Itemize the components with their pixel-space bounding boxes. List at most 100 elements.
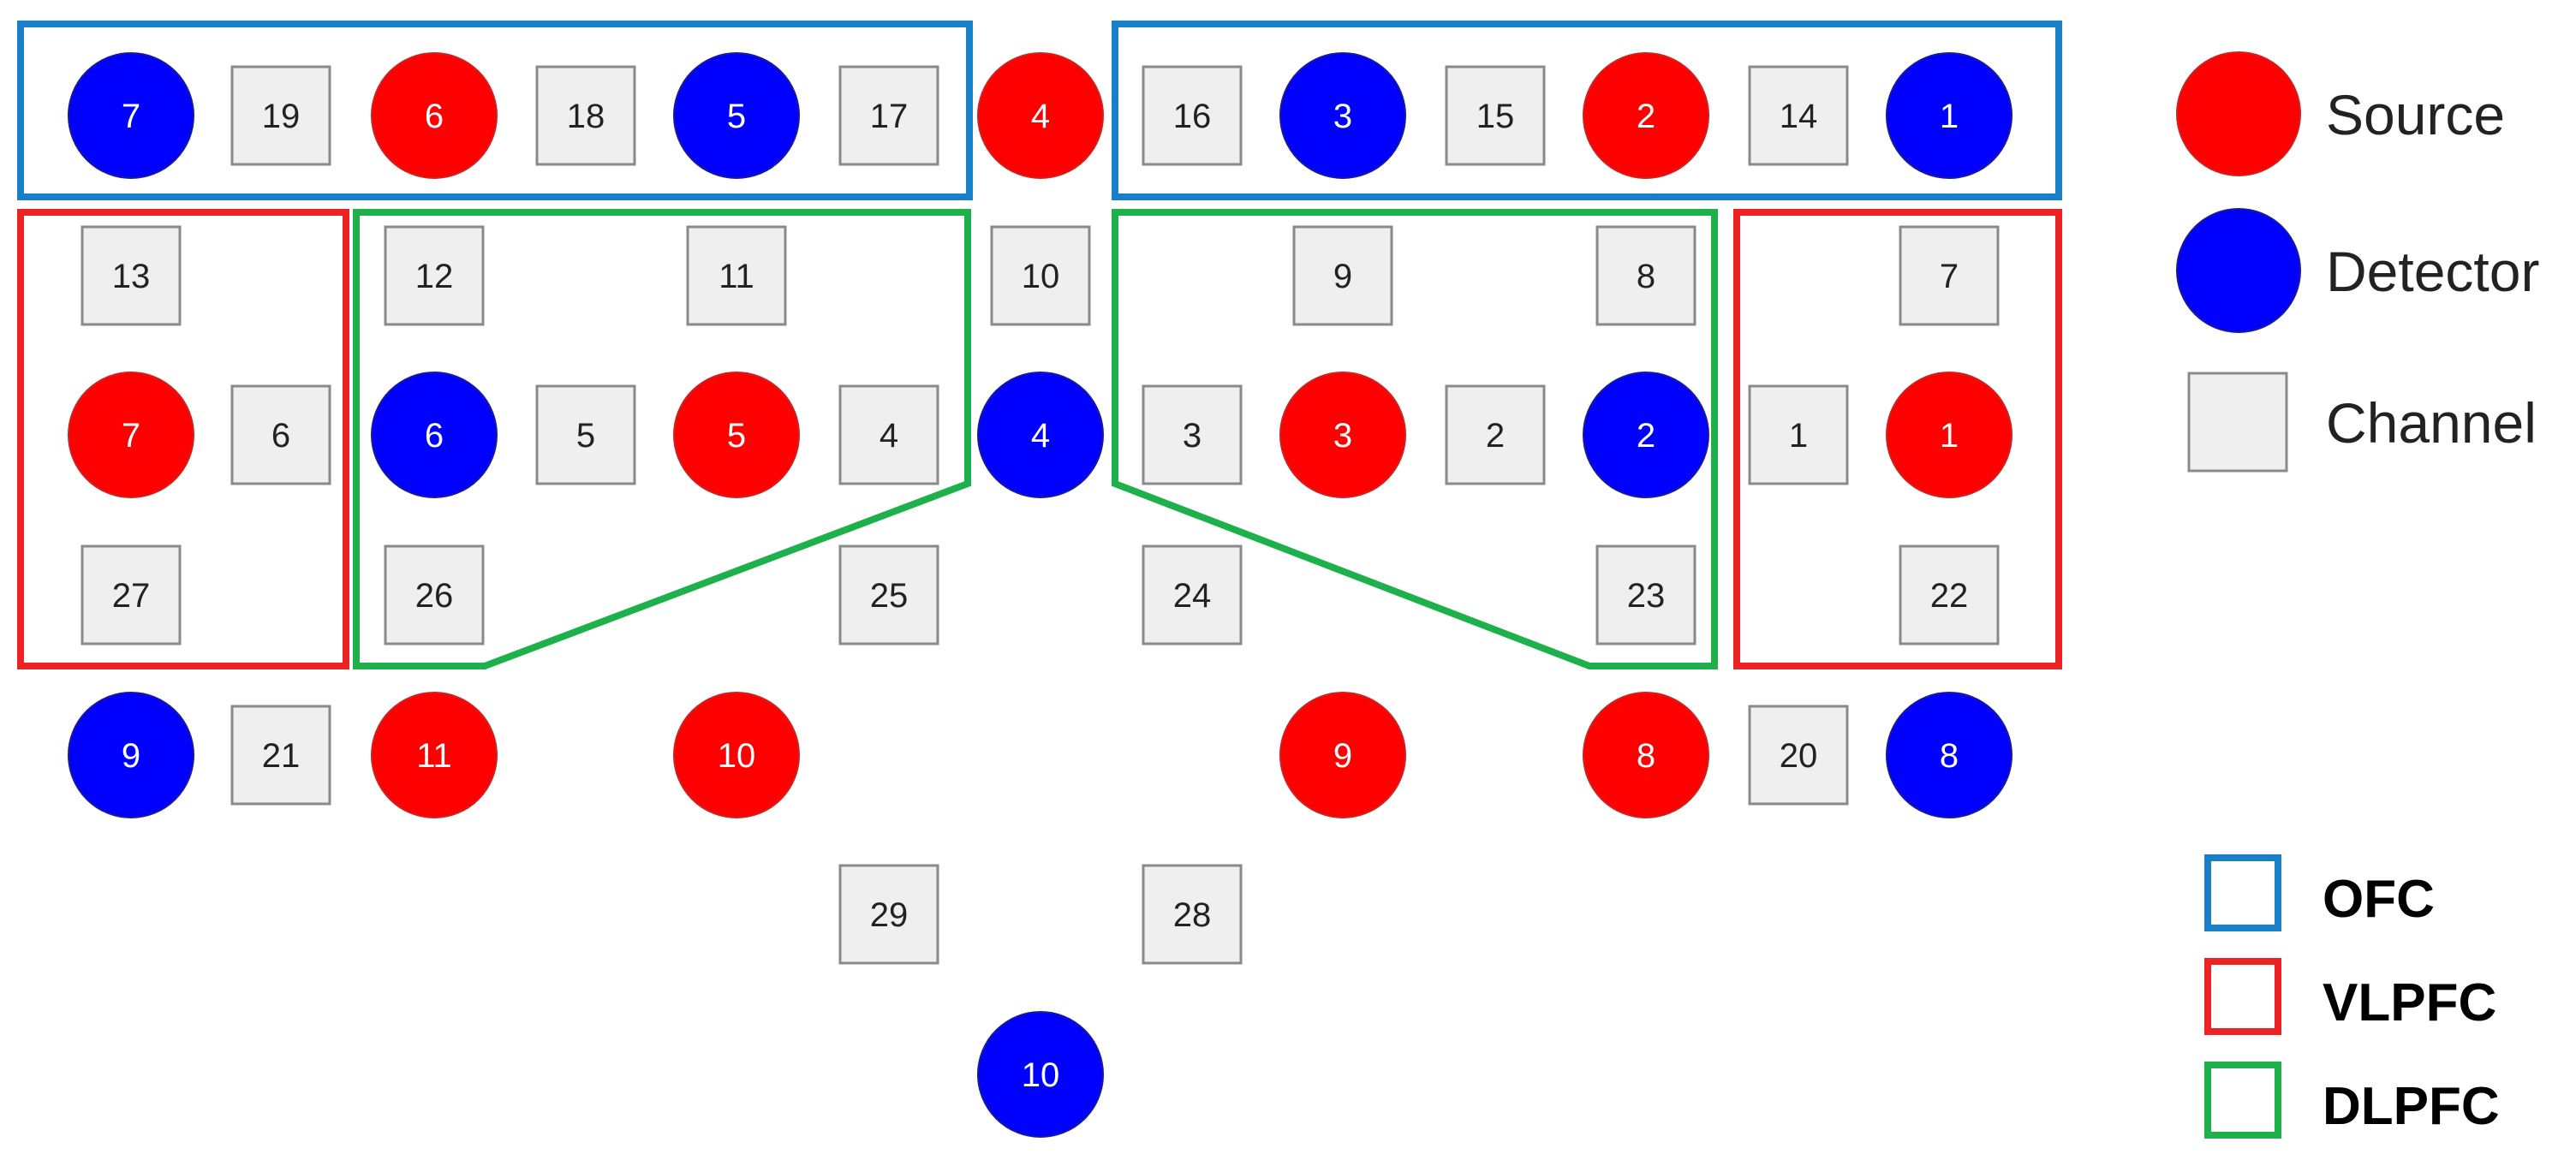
channel-square: 17 <box>838 65 939 166</box>
detector-circle: 1 <box>1886 52 2012 179</box>
channel-square: 20 <box>1748 705 1849 806</box>
source-label: 9 <box>1333 737 1352 775</box>
channel-label: 25 <box>870 577 909 615</box>
legend-source: Source <box>2176 51 2505 176</box>
source-circle: 10 <box>673 692 800 818</box>
legend-ofc-label: OFC <box>2323 870 2435 929</box>
channel-label: 27 <box>112 577 151 615</box>
channel-label: 13 <box>112 258 151 295</box>
legend-dlpfc: DLPFC <box>2204 1062 2500 1139</box>
channel-label: 24 <box>1173 577 1212 615</box>
detector-circle: 3 <box>1279 52 1406 179</box>
source-label: 3 <box>1333 417 1352 455</box>
channel-label: 18 <box>567 98 605 135</box>
vlpfc-region-left <box>17 209 349 669</box>
source-circle: 9 <box>1279 692 1406 818</box>
source-circle: 4 <box>977 52 1104 179</box>
legend-channel-label: Channel <box>2326 391 2537 455</box>
channel-square: 3 <box>1142 384 1243 485</box>
channel-square: 4 <box>838 384 939 485</box>
channel-label: 4 <box>880 417 898 455</box>
ofc-swatch <box>2204 854 2281 931</box>
detector-circle: 4 <box>977 372 1104 498</box>
legend-dlpfc-label: DLPFC <box>2323 1077 2500 1136</box>
source-label: 8 <box>1637 737 1655 775</box>
detector-circle: 8 <box>1886 692 2012 818</box>
channel-label: 17 <box>870 98 909 135</box>
channel-label: 3 <box>1183 417 1202 455</box>
channel-square: 10 <box>990 225 1091 326</box>
source-label: 2 <box>1637 98 1655 135</box>
channel-label: 6 <box>271 417 290 455</box>
channel-square: 21 <box>230 705 331 806</box>
detector-label: 3 <box>1333 98 1352 135</box>
detector-circle: 5 <box>673 52 800 179</box>
detector-circle: 7 <box>68 52 194 179</box>
vlpfc-swatch <box>2204 958 2281 1035</box>
channel-square: 2 <box>1445 384 1546 485</box>
channel-label: 28 <box>1173 896 1212 934</box>
channel-label: 20 <box>1780 737 1818 775</box>
node-type-legend: Source Detector Channel <box>2176 51 2539 473</box>
source-circle: 6 <box>371 52 498 179</box>
legend-source-label: Source <box>2326 83 2505 146</box>
channel-square: 6 <box>230 384 331 485</box>
channel-label: 10 <box>1022 258 1060 295</box>
source-label: 11 <box>416 737 452 775</box>
source-circle: 11 <box>371 692 498 818</box>
ofc-region-left <box>17 21 973 200</box>
detector-label: 2 <box>1637 417 1655 455</box>
source-label: 5 <box>727 417 746 455</box>
legend-vlpfc-label: VLPFC <box>2323 973 2496 1032</box>
source-circle: 7 <box>68 372 194 498</box>
legend-ofc: OFC <box>2204 854 2435 931</box>
source-circle: 5 <box>673 372 800 498</box>
channel-label: 5 <box>576 417 595 455</box>
source-circles: 4 6 2 7 5 3 1 11 10 9 8 <box>68 52 2012 818</box>
vlpfc-region-right <box>1733 209 2062 669</box>
region-outlines <box>17 21 2062 669</box>
channel-square: 29 <box>838 864 939 965</box>
channel-square: 23 <box>1595 544 1696 645</box>
channel-square: 25 <box>838 544 939 645</box>
channel-label: 1 <box>1789 417 1808 455</box>
channel-square: 22 <box>1899 544 2000 645</box>
source-circle: 3 <box>1279 372 1406 498</box>
channel-label: 11 <box>719 258 754 295</box>
source-label: 4 <box>1031 98 1050 135</box>
channel-label: 26 <box>415 577 454 615</box>
channel-square: 27 <box>80 544 182 645</box>
source-label: 1 <box>1940 417 1959 455</box>
channel-square: 1 <box>1748 384 1849 485</box>
detector-label: 7 <box>122 98 140 135</box>
channel-label: 14 <box>1780 98 1818 135</box>
channel-squares: 19 18 17 16 15 14 13 12 11 10 9 8 7 6 5 … <box>80 65 2000 965</box>
source-label: 6 <box>425 98 444 135</box>
detector-swatch <box>2176 208 2301 333</box>
channel-label: 12 <box>415 258 454 295</box>
legend-detector-label: Detector <box>2326 240 2539 303</box>
region-legend: OFC VLPFC DLPFC <box>2204 854 2500 1139</box>
detector-circle: 2 <box>1583 372 1709 498</box>
channel-label: 23 <box>1627 577 1666 615</box>
detector-label: 5 <box>727 98 746 135</box>
detector-circle: 9 <box>68 692 194 818</box>
channel-square: 5 <box>535 384 636 485</box>
detector-circle: 6 <box>371 372 498 498</box>
dlpfc-swatch <box>2204 1062 2281 1139</box>
channel-square: 18 <box>535 65 636 166</box>
channel-label: 29 <box>870 896 909 934</box>
channel-label: 7 <box>1940 258 1959 295</box>
channel-label: 9 <box>1333 258 1352 295</box>
channel-label: 8 <box>1637 258 1655 295</box>
detector-circle: 10 <box>977 1011 1104 1138</box>
channel-square: 7 <box>1899 225 2000 326</box>
source-swatch <box>2176 51 2301 176</box>
channel-square: 9 <box>1292 225 1393 326</box>
channel-square: 14 <box>1748 65 1849 166</box>
detector-label: 9 <box>122 737 140 775</box>
channel-square: 8 <box>1595 225 1696 326</box>
legend-channel: Channel <box>2187 372 2537 473</box>
channel-square: 26 <box>384 544 485 645</box>
channel-label: 2 <box>1486 417 1505 455</box>
